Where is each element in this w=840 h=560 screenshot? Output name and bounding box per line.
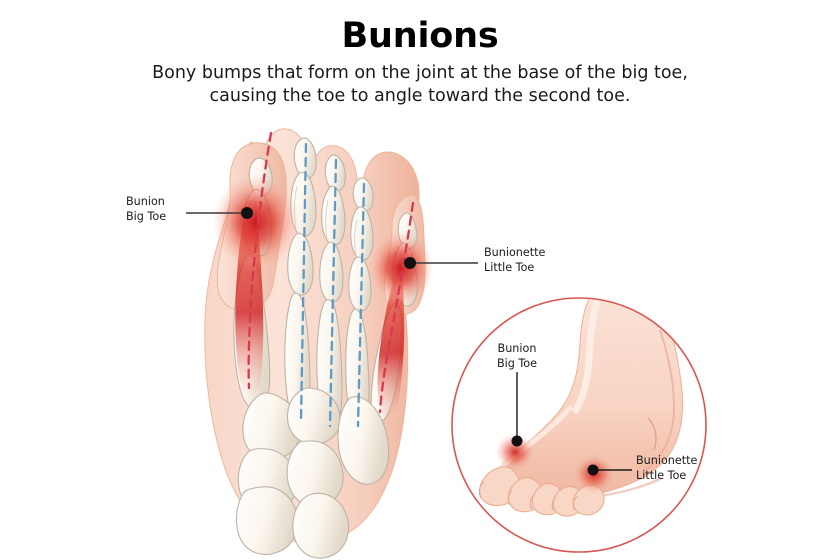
main-foot-illustration <box>204 128 434 559</box>
label-line-1: Bunionette <box>484 246 546 259</box>
inset-circle-frame <box>451 297 707 553</box>
heel-shading <box>645 329 676 471</box>
label-line-2: Big Toe <box>126 210 166 223</box>
label-line-1: Bunion <box>126 195 165 208</box>
label-line-2: Little Toe <box>636 469 686 482</box>
label-line-2: Little Toe <box>484 261 534 274</box>
inset-side-view <box>451 297 707 553</box>
side-toenails <box>478 481 578 512</box>
normal-toe-axis-lines <box>299 142 366 428</box>
deviated-toe-axis-lines <box>247 131 415 414</box>
marker-dot <box>511 435 523 447</box>
side-toes <box>479 466 605 517</box>
label-inset-bunionette-little-toe[interactable]: Bunionette Little Toe <box>587 454 698 482</box>
label-main-bunion-big-toe[interactable]: Bunion Big Toe <box>126 195 253 223</box>
leg-highlight <box>572 299 604 414</box>
inset-bunion-glow <box>495 433 535 471</box>
ankle-crease <box>647 417 657 451</box>
label-line-2: Big Toe <box>497 357 537 370</box>
label-line-1: Bunion <box>498 342 537 355</box>
callout-labels: Bunion Big Toe Bunionette Little Toe Bun… <box>126 195 698 482</box>
bunion-inflammation-glow <box>212 174 300 270</box>
label-line-1: Bunionette <box>636 454 698 467</box>
marker-dot <box>241 207 253 219</box>
label-inset-bunion-big-toe[interactable]: Bunion Big Toe <box>497 342 537 447</box>
bunionette-inflammation-glow <box>368 230 434 306</box>
marker-dot <box>587 464 599 476</box>
label-main-bunionette-little-toe[interactable]: Bunionette Little Toe <box>404 246 546 274</box>
marker-dot <box>404 257 416 269</box>
